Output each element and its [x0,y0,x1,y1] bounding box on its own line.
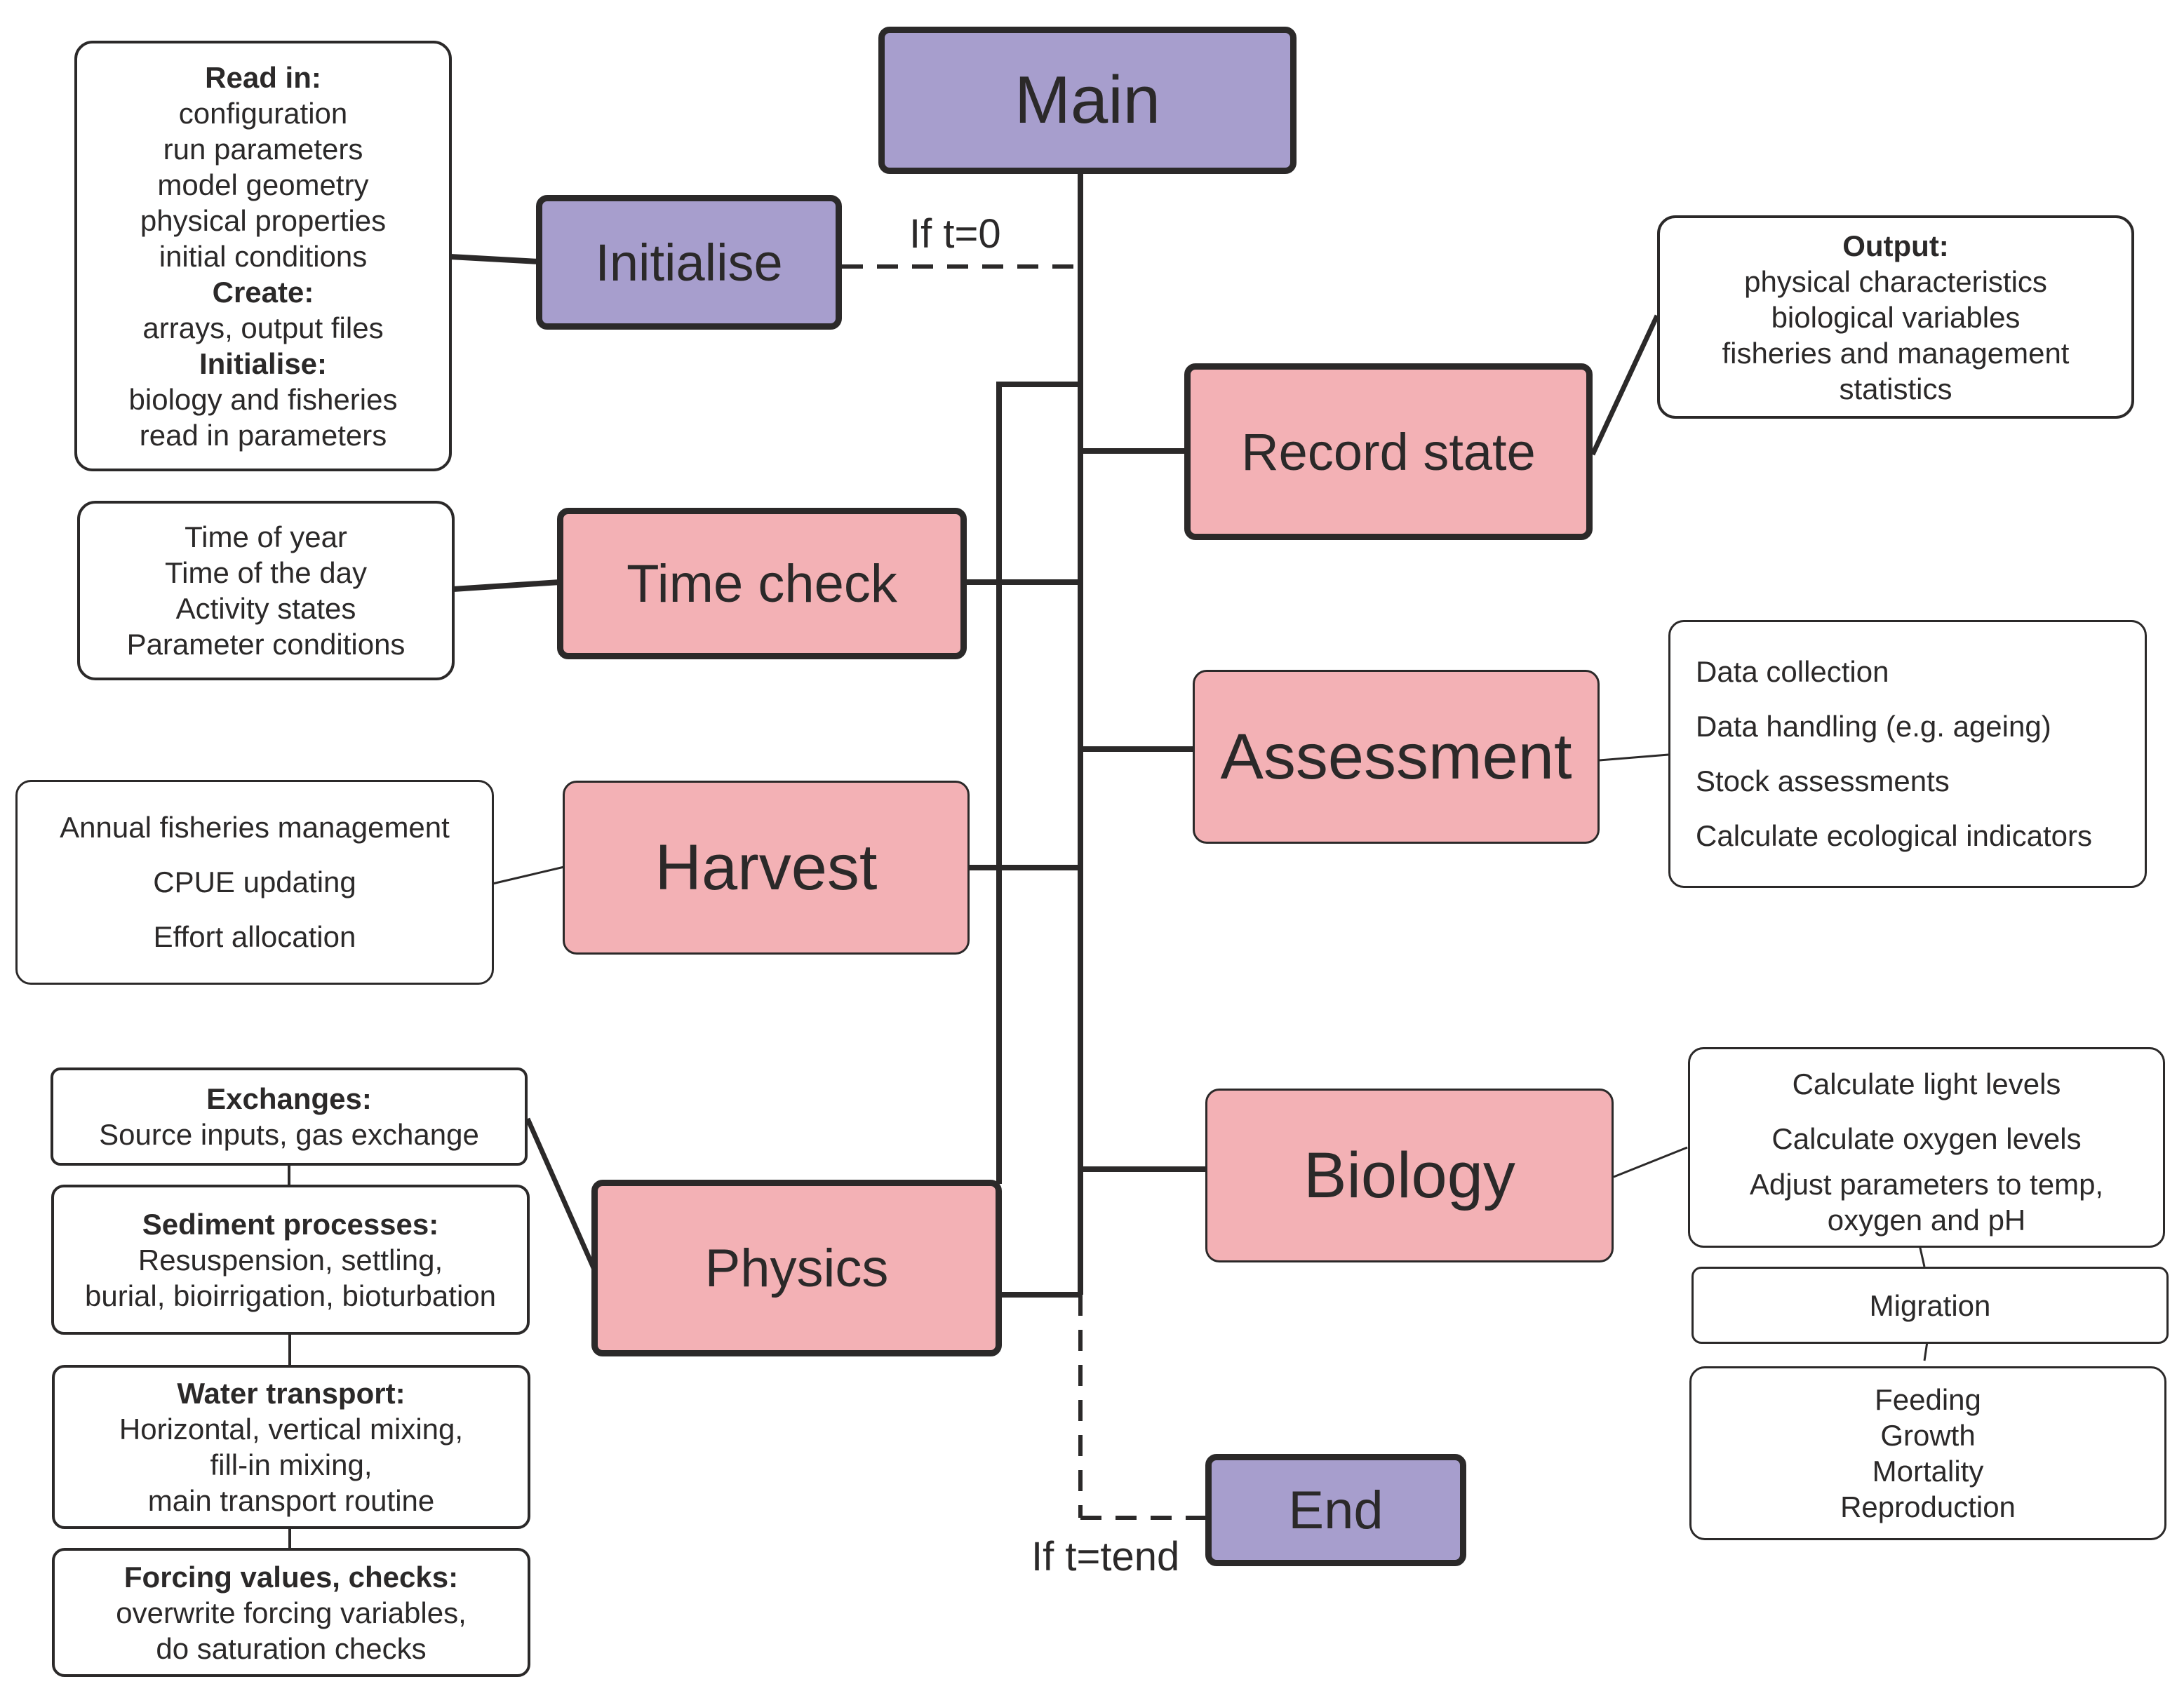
note-line: Output: [1842,229,1949,262]
note-line: Sediment processes: [142,1207,439,1241]
time-check-node[interactable]: Time check [557,508,967,659]
assessment-node-label: Assessment [1220,720,1572,793]
biology-node-label: Biology [1304,1139,1515,1211]
note-line: Time of year [185,520,347,553]
note-line: Activity states [175,592,356,625]
physics-sediment-note: Sediment processes: Resuspension, settli… [51,1185,530,1335]
time-check-note-link [453,579,561,592]
physics-node[interactable]: Physics [591,1180,1002,1356]
harvest-note: Annual fisheries management CPUE updatin… [15,780,494,985]
note-line: burial, bioirrigation, bioturbation [84,1279,496,1312]
note-line: Source inputs, gas exchange [99,1118,479,1151]
note-line: configuration [178,96,348,130]
biology-env-note: Calculate light levels Calculate oxygen … [1688,1047,2165,1248]
left-loop-connector [996,382,1080,1184]
physics-note-link [525,1117,597,1271]
note-line: Calculate ecological indicators [1696,819,2092,852]
initialise-node[interactable]: Initialise [536,195,842,330]
harvest-node-label: Harvest [655,831,878,903]
note-line: fill-in mixing, [210,1448,373,1481]
note-line: fisheries and management [1722,336,2070,370]
end-node[interactable]: End [1205,1454,1466,1566]
record-state-note-link [1590,314,1660,456]
biology-migration-processes-link [1923,1341,1929,1361]
note-line: Stock assessments [1696,764,1950,797]
note-line: Effort allocation [153,920,356,953]
note-line: Growth [1880,1419,1976,1452]
initialise-note-link [450,254,540,264]
note-line: Feeding [1875,1383,1981,1416]
assessment-note-link [1599,753,1669,762]
biology-processes-note: Feeding Growth Mortality Reproduction [1689,1366,2166,1540]
record-state-node-label: Record state [1241,422,1536,481]
note-line: Parameter conditions [126,628,406,661]
assessment-note: Data collection Data handling (e.g. agei… [1668,620,2147,888]
record-state-node[interactable]: Record state [1184,363,1593,540]
note-line: run parameters [163,132,363,166]
note-line: main transport routine [147,1484,435,1517]
note-line: Mortality [1872,1455,1984,1488]
note-line: biology and fisheries [128,382,398,416]
harvest-note-link [492,865,565,885]
note-line: Horizontal, vertical mixing, [119,1413,464,1446]
note-line: oxygen and pH [1827,1204,2026,1237]
end-node-label: End [1288,1480,1384,1540]
biology-env-migration-link [1918,1244,1926,1267]
physics-node-label: Physics [704,1238,889,1298]
note-line: model geometry [157,168,369,201]
initialise-node-label: Initialise [595,233,783,292]
physics-forcing-note: Forcing values, checks: overwrite forcin… [52,1548,530,1677]
note-line: statistics [1839,372,1952,405]
note-line: Data collection [1696,655,1889,688]
note-line: Migration [1869,1288,1991,1322]
if-tend-label: If t=tend [1031,1534,1180,1579]
main-node-label: Main [1014,62,1161,137]
main-node[interactable]: Main [878,27,1297,174]
note-line: Resuspension, settling, [138,1243,443,1277]
note-line: Calculate oxygen levels [1771,1122,2082,1155]
if-t0-label: If t=0 [909,211,1001,257]
note-line: CPUE updating [153,865,356,898]
note-line: Water transport: [177,1377,406,1410]
note-line: Exchanges: [206,1082,372,1115]
physics-water-note: Water transport: Horizontal, vertical mi… [52,1365,530,1529]
note-line: arrays, output files [142,311,384,344]
note-line: Forcing values, checks: [123,1560,459,1594]
note-line: physical properties [140,203,387,237]
note-line: initial conditions [159,239,368,273]
time-check-node-label: Time check [627,553,897,614]
note-line: Initialise: [199,346,328,380]
initialise-note: Read in: configuration run parameters mo… [74,41,452,471]
biology-note-link [1613,1146,1688,1178]
note-line: biological variables [1771,300,2021,334]
note-line: Annual fisheries management [60,811,450,844]
note-line: Adjust parameters to temp, [1749,1168,2104,1201]
harvest-node[interactable]: Harvest [563,781,970,955]
note-line: Create: [212,275,314,309]
note-line: Reproduction [1840,1490,2016,1523]
note-line: Time of the day [165,556,367,589]
note-line: read in parameters [139,418,387,452]
note-line: Calculate light levels [1792,1067,2061,1100]
biology-node[interactable]: Biology [1205,1089,1614,1262]
note-line: Read in: [205,60,321,94]
note-line: overwrite forcing variables, [116,1596,467,1629]
note-line: do saturation checks [156,1631,427,1665]
time-check-note: Time of year Time of the day Activity st… [77,501,455,680]
assessment-node[interactable]: Assessment [1193,670,1600,844]
biology-migration-note: Migration [1691,1267,2169,1344]
record-state-note: Output: physical characteristics biologi… [1657,215,2134,419]
note-line: Data handling (e.g. ageing) [1696,710,2051,743]
physics-exchanges-note: Exchanges: Source inputs, gas exchange [51,1067,528,1166]
note-line: physical characteristics [1744,264,2047,298]
